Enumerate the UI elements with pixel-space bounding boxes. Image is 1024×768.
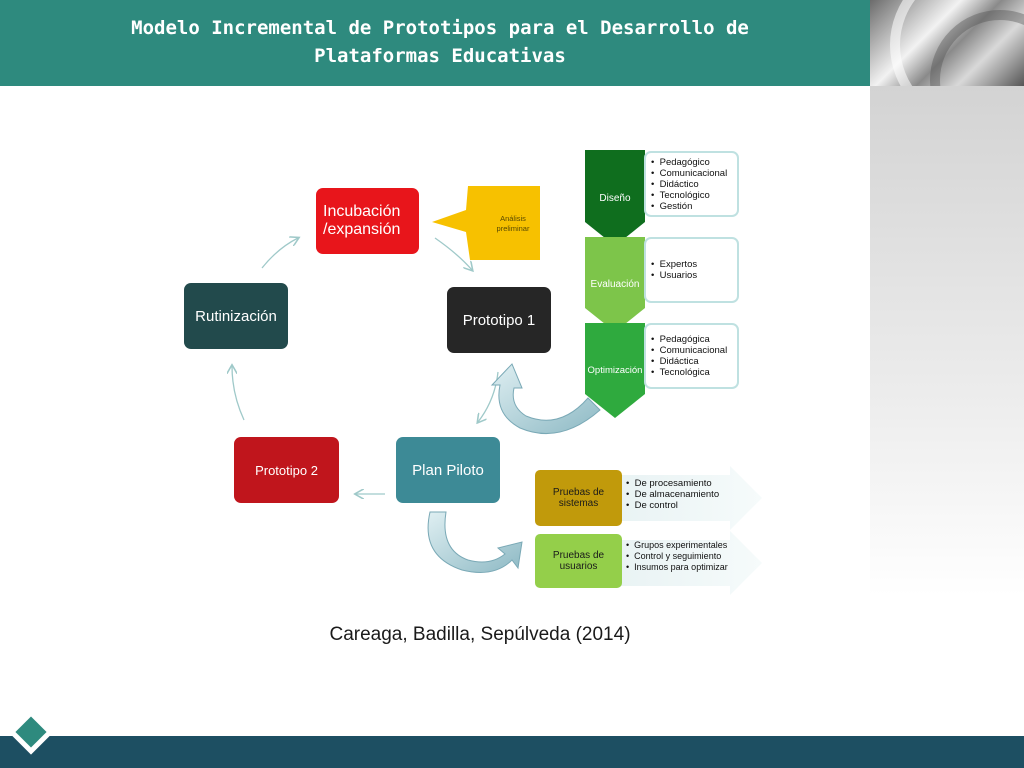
rutinizacion-box: Rutinización bbox=[184, 283, 288, 349]
optimizacion-label: Optimización bbox=[587, 365, 643, 376]
list-item: Didáctico bbox=[651, 179, 727, 190]
cycle-arrow-inc-p1 bbox=[434, 237, 472, 270]
prototipo2-box: Prototipo 2 bbox=[234, 437, 339, 503]
list-item: De control bbox=[626, 500, 719, 511]
cycle-arrow-rut-inc bbox=[261, 238, 298, 269]
analisis-label: Análisis preliminar bbox=[496, 214, 530, 233]
diseno-items-list: Pedagógico Comunicacional Didáctico Tecn… bbox=[651, 157, 728, 212]
cycle-arrow-p2-rut bbox=[232, 366, 245, 421]
curved-arrow-pp-tests bbox=[427, 511, 523, 573]
incubacion-label: Incubación /expansión bbox=[323, 203, 401, 238]
prototipo1-label: Prototipo 1 bbox=[462, 311, 536, 329]
prototipo2-label: Prototipo 2 bbox=[255, 462, 318, 478]
curved-arrow-opt-p1 bbox=[490, 363, 601, 435]
plan-piloto-label: Plan Piloto bbox=[412, 461, 484, 479]
chevron-optimizacion bbox=[585, 323, 645, 418]
list-item: Pedagógica bbox=[651, 334, 727, 345]
list-item: Pedagógico bbox=[651, 157, 727, 168]
list-item: Comunicacional bbox=[651, 345, 728, 356]
right-gradient-panel bbox=[870, 86, 1024, 596]
header-bar bbox=[0, 0, 870, 86]
chevron-evaluacion bbox=[585, 237, 645, 332]
list-item: Expertos bbox=[651, 259, 698, 270]
diseno-label: Diseño bbox=[599, 193, 631, 204]
list-item: Grupos experimentales bbox=[626, 540, 728, 551]
corner-decoration bbox=[870, 0, 1024, 86]
list-item: Gestión bbox=[651, 201, 727, 212]
footer-bar bbox=[0, 736, 1024, 768]
plan-piloto-box: Plan Piloto bbox=[396, 437, 500, 503]
list-item: De procesamiento bbox=[626, 478, 719, 489]
incubacion-box: Incubación /expansión bbox=[316, 188, 419, 254]
slide-title: Modelo Incremental de Prototipos para el… bbox=[131, 17, 749, 67]
cycle-arrow-p1-pp bbox=[478, 371, 499, 422]
pruebas-usuarios-items: Grupos experimentales Control y seguimie… bbox=[626, 540, 728, 573]
list-item: Insumos para optimizar bbox=[626, 562, 728, 573]
evaluacion-label: Evaluación bbox=[590, 279, 640, 290]
pruebas-sistemas-box: Pruebas de sistemas bbox=[535, 470, 622, 526]
optimizacion-items-list: Pedagógica Comunicacional Didáctica Tecn… bbox=[651, 334, 728, 378]
analisis-callout-shape bbox=[432, 186, 540, 260]
list-item: Control y seguimiento bbox=[626, 551, 728, 562]
citation: Careaga, Badilla, Sepúlveda (2014) bbox=[329, 624, 631, 645]
prototipo1-box: Prototipo 1 bbox=[447, 287, 551, 353]
list-item: De almacenamiento bbox=[626, 489, 720, 500]
pruebas-usuarios-label: Pruebas de usuarios bbox=[552, 550, 605, 572]
list-item: Didáctica bbox=[651, 356, 727, 367]
list-item: Tecnológico bbox=[651, 190, 727, 201]
rutinizacion-label: Rutinización bbox=[195, 307, 277, 325]
chevron-diseno bbox=[585, 150, 645, 246]
evaluacion-items-list: Expertos Usuarios bbox=[651, 259, 698, 281]
pruebas-usuarios-box: Pruebas de usuarios bbox=[535, 534, 622, 588]
list-item: Comunicacional bbox=[651, 168, 728, 179]
list-item: Tecnológica bbox=[651, 367, 727, 378]
list-item: Usuarios bbox=[651, 270, 698, 281]
pruebas-sistemas-items: De procesamiento De almacenamiento De co… bbox=[626, 478, 720, 511]
pruebas-sistemas-label: Pruebas de sistemas bbox=[552, 487, 605, 509]
